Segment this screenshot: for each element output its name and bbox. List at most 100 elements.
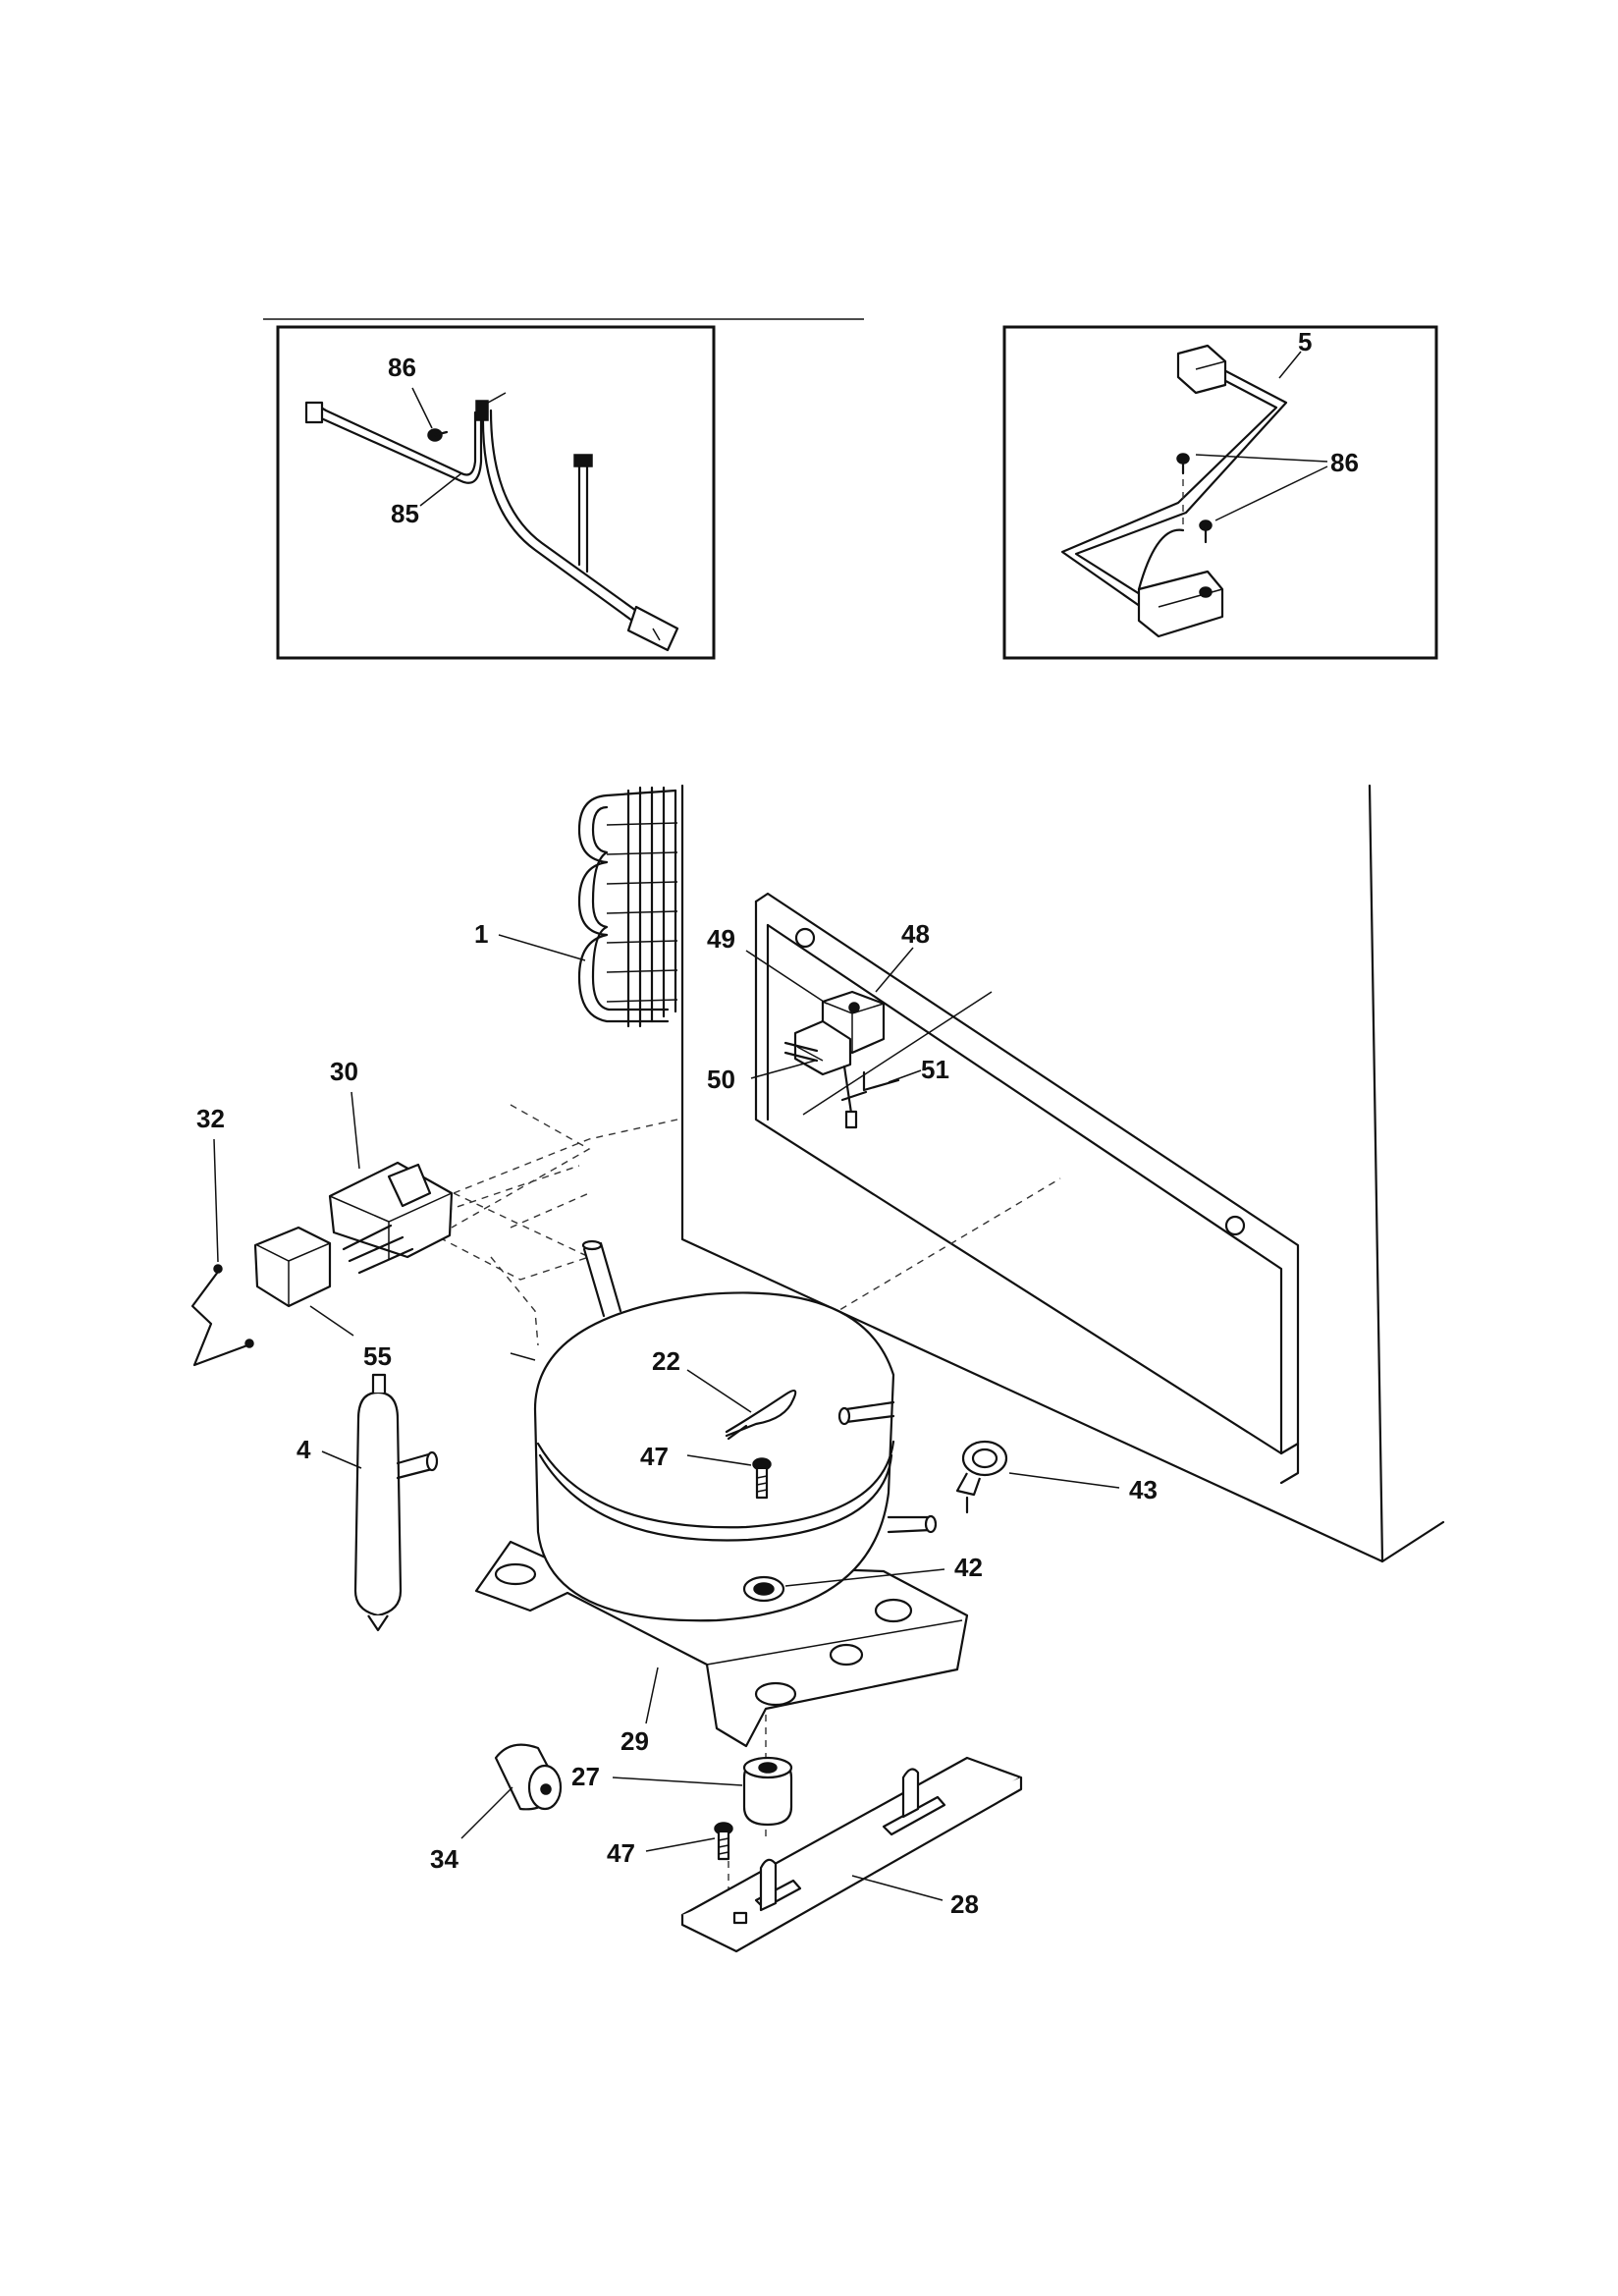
drier-4-body — [353, 1391, 403, 1617]
drier-4-tube-end — [425, 1450, 439, 1472]
grommet-27-hole — [758, 1762, 778, 1774]
callout-32: 32 — [196, 1104, 225, 1133]
roller-34-hole — [540, 1783, 552, 1795]
relay-30-pin-2 — [348, 1235, 404, 1263]
rail-28-tab-right — [901, 1768, 920, 1819]
mount-slot-3 — [829, 1643, 864, 1667]
callout-1: 1 — [474, 919, 488, 949]
connector-plug — [1176, 344, 1227, 395]
rail-28-square-hole — [732, 1911, 748, 1925]
mount-slot-4 — [754, 1681, 797, 1707]
harness-wire-b — [314, 403, 477, 476]
terminal-pin-1 — [783, 1041, 819, 1053]
callout-86-left: 86 — [388, 353, 416, 382]
wire-32-path — [190, 1270, 249, 1367]
relay-30-top-tab — [387, 1163, 432, 1208]
leader-86-left — [411, 387, 433, 429]
callout-34: 34 — [430, 1844, 458, 1874]
screw-shank — [433, 430, 449, 437]
harness-clip — [475, 400, 489, 421]
compressor-29 — [474, 1239, 969, 1748]
branch-connector — [573, 454, 593, 467]
callout-43: 43 — [1129, 1475, 1158, 1504]
harness-5-wire-b — [1074, 355, 1288, 603]
terminal-pin-2 — [783, 1051, 819, 1063]
callout-85: 85 — [391, 499, 419, 528]
base-plate-edge — [706, 1619, 963, 1666]
relay-overload-30 — [328, 1161, 454, 1275]
leader-49 — [745, 950, 828, 1005]
leader-22 — [686, 1369, 752, 1413]
terminal-slot — [652, 628, 661, 641]
screw-47a-threads — [756, 1475, 768, 1493]
condenser-coil-1 — [577, 786, 678, 1028]
callout-50: 50 — [707, 1065, 735, 1094]
callout-28: 28 — [950, 1889, 979, 1919]
drier-4-inlet — [371, 1373, 387, 1393]
drier-4-outlet — [367, 1614, 389, 1632]
discharge-tube-end — [837, 1406, 851, 1426]
inset-frame-left — [276, 325, 716, 660]
rail-28-edge — [680, 1777, 1023, 1953]
dash-relay — [408, 1119, 678, 1281]
panel-hole-left — [794, 927, 816, 949]
capacitor-55-body — [253, 1226, 332, 1308]
leader-55 — [309, 1305, 354, 1337]
leader-50 — [750, 1060, 816, 1079]
control-48-screw — [848, 1002, 860, 1013]
access-panel-top — [754, 892, 1300, 1485]
callout-29: 29 — [620, 1726, 649, 1756]
leader-43 — [1008, 1472, 1120, 1489]
suction-tube — [582, 1241, 622, 1318]
inset-thermostat-harness: 5 86 — [1002, 325, 1438, 660]
callout-55: 55 — [363, 1341, 392, 1371]
clip-22-tail — [727, 1424, 748, 1441]
callout-48: 48 — [901, 919, 930, 949]
screws-86-right — [1176, 453, 1328, 544]
relay-30-pin-1 — [342, 1224, 393, 1251]
relay-30-pin-3 — [357, 1247, 414, 1275]
cabinet-outline — [680, 784, 1445, 1563]
leader-47b — [645, 1837, 716, 1852]
coil-tube-inner — [591, 805, 670, 1011]
leader-1 — [498, 934, 586, 961]
dash-relay-box — [451, 1104, 591, 1229]
callout-47a: 47 — [640, 1442, 669, 1471]
screw-86-left — [427, 428, 449, 442]
process-tube — [887, 1515, 933, 1534]
inset-wiring-harness: 86 85 — [263, 318, 864, 660]
roller-34 — [494, 1743, 563, 1811]
capillary-tip — [844, 1110, 858, 1129]
leader-27 — [612, 1777, 743, 1786]
callout-49: 49 — [707, 924, 735, 954]
dash-to-shell — [510, 1352, 536, 1361]
leader-86-right-b — [1214, 465, 1328, 521]
thermostat-screw — [1199, 586, 1213, 598]
clamp-43-tab — [955, 1472, 982, 1497]
thermostat-body — [1137, 570, 1224, 638]
harness-wire-a — [310, 410, 483, 484]
leader-47a — [686, 1454, 752, 1466]
alignment-lines — [408, 1104, 1061, 1920]
coil-crossbars — [606, 822, 678, 1003]
leader-5 — [1278, 351, 1302, 379]
harness-wire-c — [481, 410, 645, 630]
cabinet-side-edge — [1368, 784, 1384, 1563]
callout-27: 27 — [571, 1762, 600, 1791]
callout-4: 4 — [297, 1435, 311, 1464]
rubber-grommet-27 — [742, 1756, 793, 1827]
callout-5: 5 — [1298, 327, 1312, 356]
tube-clamp-43 — [955, 1440, 1008, 1514]
grommet-42-hole — [753, 1582, 775, 1596]
clamp-43-inner — [971, 1448, 998, 1469]
ground-lead — [1137, 528, 1185, 591]
control-50-edge — [796, 1046, 824, 1062]
leader-51 — [888, 1069, 922, 1083]
relay-30-edges — [329, 1192, 453, 1259]
callout-42: 42 — [954, 1553, 983, 1582]
shell-seam-1 — [536, 1440, 895, 1529]
mount-slot-1 — [494, 1562, 537, 1586]
mounting-rail-28 — [680, 1756, 1023, 1953]
